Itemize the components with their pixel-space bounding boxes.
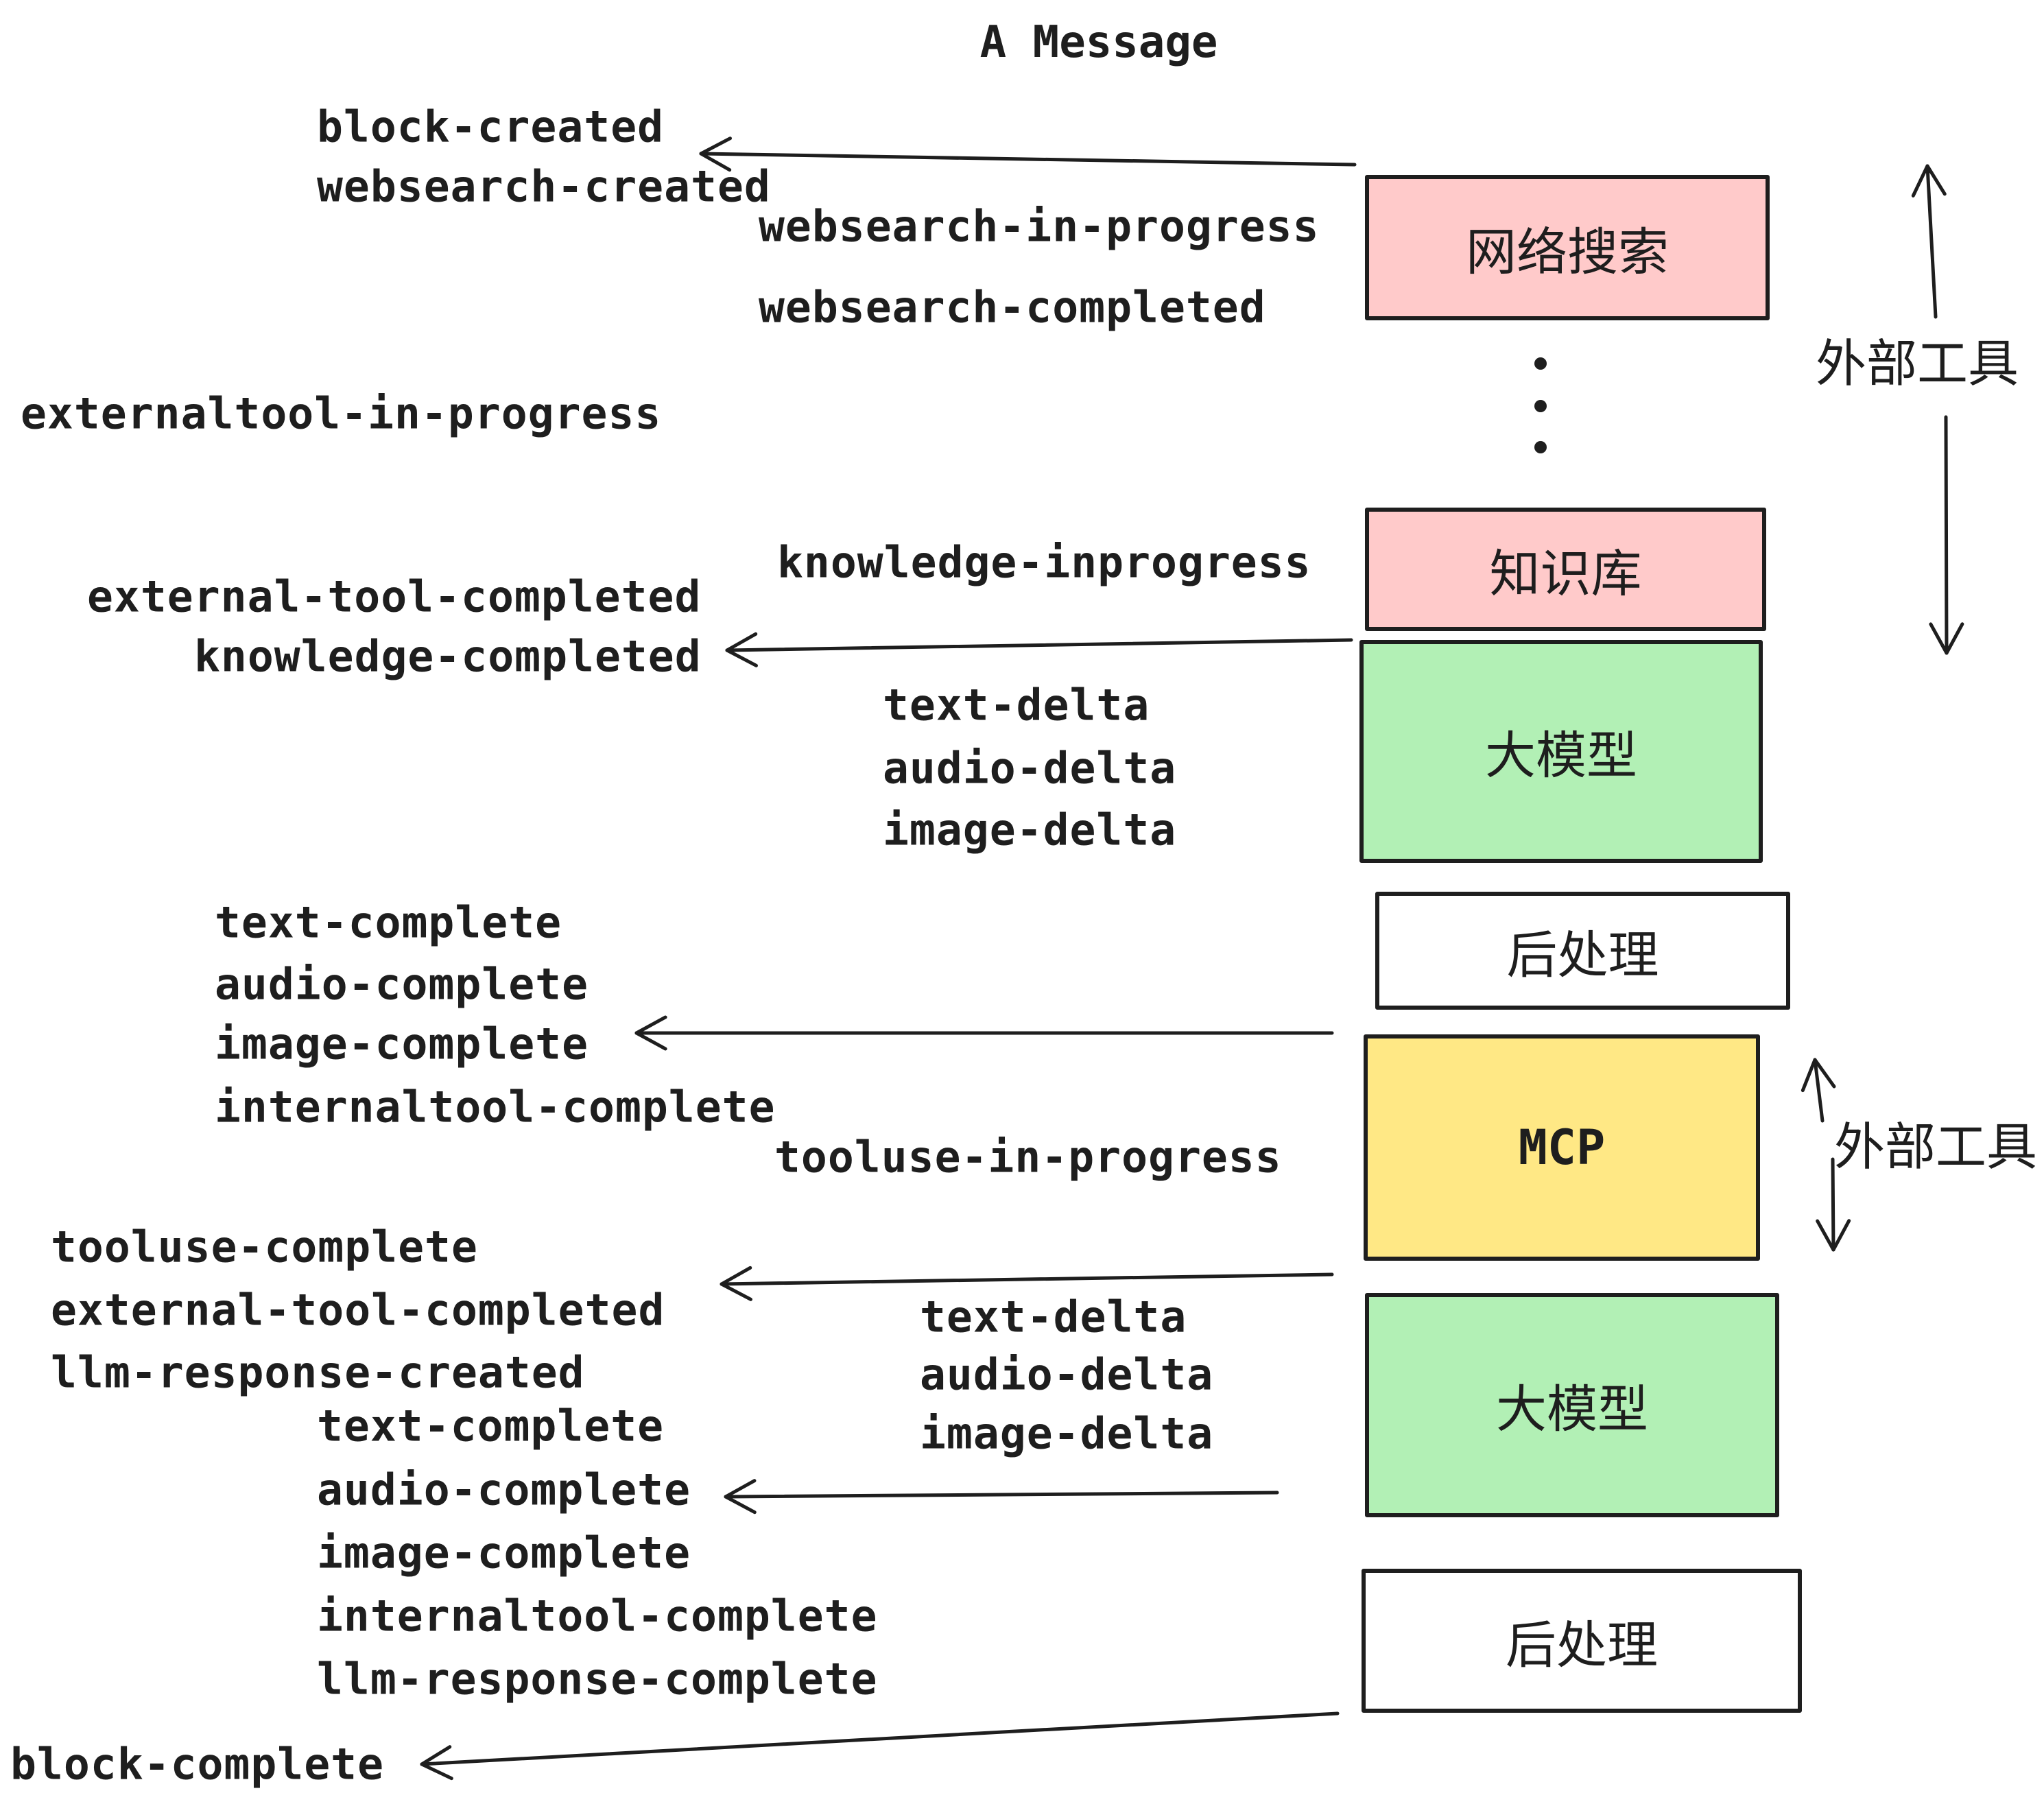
event-label-audio-delta: audio-delta	[883, 743, 1177, 794]
event-label-image-delta: image-delta	[883, 805, 1177, 855]
llm-box-1-label: 大模型	[1485, 726, 1637, 785]
event-label-websearch-in-progress: websearch-in-progress	[759, 201, 1320, 252]
arrow-to-tooluse-complete	[720, 1266, 1334, 1301]
websearch-box-label: 网络搜索	[1466, 222, 1669, 282]
event-label-image-complete: image-complete	[215, 1019, 589, 1069]
event-label-externaltool-in-progress: externaltool-in-progress	[21, 388, 662, 439]
arrow-to-block-created	[699, 137, 1357, 172]
side-label-external-tools-2: 外部工具	[1834, 1117, 2037, 1177]
llm-box-2-label: 大模型	[1496, 1380, 1648, 1439]
event-label-websearch-created: websearch-created	[317, 161, 771, 212]
external-tool-arrow-down-2	[1816, 1157, 1851, 1252]
event-label-block-complete: block-complete	[10, 1739, 385, 1790]
diagram-title: A Message	[979, 17, 1218, 68]
external-tool-arrow-down-1	[1929, 415, 1964, 655]
side-label-external-tools-1: 外部工具	[1816, 334, 2019, 394]
arrow-to-audio-complete	[724, 1479, 1279, 1515]
mcp-box-label: MCP	[1518, 1119, 1606, 1176]
websearch-box: 网络搜索	[1365, 175, 1770, 320]
event-label-image-complete: image-complete	[317, 1528, 691, 1578]
event-label-tooluse-complete: tooluse-complete	[51, 1222, 478, 1272]
event-label-internaltool-complete: internaltool-complete	[317, 1591, 878, 1641]
event-label-knowledge-completed: knowledge-completed	[194, 631, 702, 682]
event-label-text-complete: text-complete	[215, 897, 562, 948]
knowledge-box: 知识库	[1365, 508, 1766, 631]
event-label-text-delta: text-delta	[883, 680, 1150, 731]
event-label-external-tool-completed: external-tool-completed	[51, 1285, 665, 1336]
external-tool-arrow-up-1	[1911, 164, 1947, 319]
mcp-box: MCP	[1364, 1034, 1760, 1261]
event-label-audio-complete: audio-complete	[215, 959, 589, 1010]
event-label-audio-complete: audio-complete	[317, 1464, 691, 1515]
ellipsis-dot-2	[1534, 400, 1547, 412]
ellipsis-dot-3	[1534, 441, 1547, 453]
event-label-internaltool-complete: internaltool-complete	[215, 1082, 776, 1132]
arrow-to-knowledge-completed	[725, 632, 1353, 667]
post-process-box-2: 后处理	[1362, 1569, 1802, 1713]
event-label-knowledge-inprogress: knowledge-inprogress	[777, 537, 1311, 588]
event-label-text-complete: text-complete	[317, 1401, 665, 1451]
event-label-block-created: block-created	[317, 102, 665, 152]
event-label-audio-delta: audio-delta	[920, 1349, 1214, 1400]
event-label-llm-response-created: llm-response-created	[51, 1347, 585, 1398]
knowledge-box-label: 知识库	[1489, 544, 1642, 604]
post-process-box-2-label: 后处理	[1506, 1615, 1658, 1675]
event-label-text-delta: text-delta	[920, 1292, 1187, 1342]
ellipsis-dot-1	[1534, 357, 1547, 370]
post-process-box-1-label: 后处理	[1506, 925, 1659, 985]
event-label-llm-response-complete: llm-response-complete	[317, 1654, 878, 1705]
post-process-box-1: 后处理	[1375, 892, 1790, 1010]
event-label-external-tool-completed: external-tool-completed	[87, 571, 702, 622]
llm-box-1: 大模型	[1359, 640, 1763, 863]
event-label-websearch-completed: websearch-completed	[759, 282, 1266, 333]
arrow-to-block-complete	[420, 1711, 1340, 1781]
event-label-image-delta: image-delta	[920, 1408, 1214, 1459]
event-label-tooluse-in-progress: tooluse-in-progress	[774, 1132, 1282, 1183]
arrow-to-image-complete	[634, 1015, 1334, 1051]
llm-box-2: 大模型	[1365, 1293, 1779, 1517]
external-tool-arrow-up-2	[1801, 1058, 1836, 1123]
